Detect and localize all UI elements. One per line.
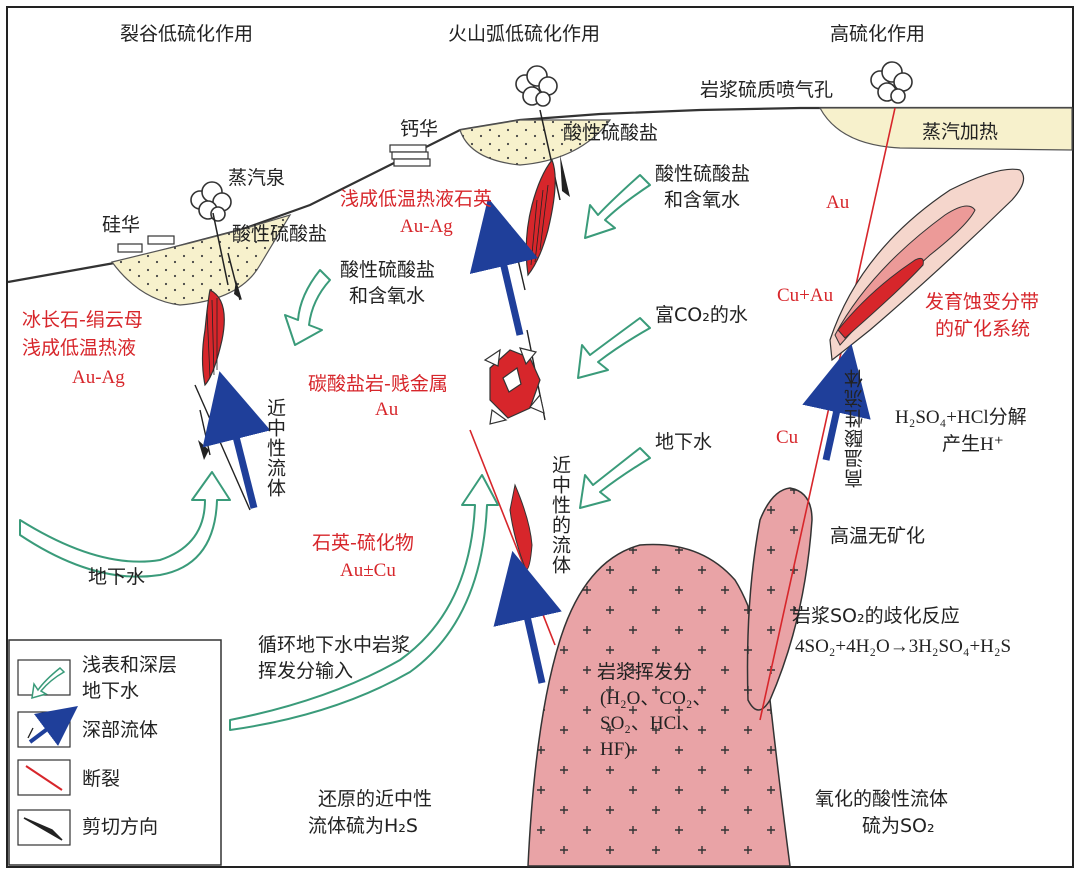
magmatic-volatiles-line1: 岩浆挥发分 [597,661,693,683]
quartz-sulfide-lens [509,483,533,571]
near-neutral-fluid-left: 近中性流体 [264,398,286,498]
acid-dissociation-line1: H₂SO₄+HCl分解 [895,407,1027,428]
silica-sinter-label: 硅华 [102,214,141,236]
steam-spring-label: 蒸汽泉 [228,167,286,189]
header-high-sulfidation: 高硫化作用 [830,23,926,45]
steam-heated-zone [818,107,1073,151]
groundwater-arrows [19,174,651,731]
mid-ore-vein [525,158,556,277]
magmatic-volatiles-line3: SO₂、HCl、 [600,713,701,734]
acid-sulfate-left-label: 酸性硫酸盐 [232,223,328,245]
alteration-zone-inner [837,257,924,339]
high-temp-acid-fluid: 高温酸性流体 [844,368,866,488]
barren-high-temp-label: 高温无矿化 [830,525,926,547]
magmatic-volatiles-line4: HF) [600,739,631,760]
carbonate-base-metal-au: Au [375,399,399,420]
carbonate-base-metal-label: 碳酸盐岩-贱金属 [308,373,448,395]
co2-water-label: 富CO₂的水 [655,304,748,326]
steam-heated-label: 蒸汽加热 [922,121,999,143]
cu-zone-label: Cu [776,427,799,448]
mid-sinter-dots [460,120,610,165]
acid-oxygen-mid-line2: 和含氧水 [664,189,741,211]
adularia-sericite-line2: 浅成低温热液 [22,337,137,359]
near-neutral-fluid-mid: 近中性的流体 [549,455,571,575]
alteration-zone-outer [829,168,1025,362]
legend-groundwater-line2: 地下水 [82,680,140,702]
recirculation-line1: 循环地下水中岩浆 [258,634,411,656]
recirculation-line2: 挥发分输入 [258,660,354,682]
reduced-fluid-line1: 还原的近中性 [318,788,433,810]
alteration-system-line1: 发育蚀变分带 [925,291,1040,313]
acid-oxygen-left-line1: 酸性硫酸盐 [340,259,436,281]
header-arc: 火山弧低硫化作用 [448,23,601,45]
left-shear-arrow-bottom [198,440,209,460]
oxidized-fluid-line1: 氧化的酸性流体 [815,788,949,810]
reduced-fluid-line2: 流体硫为H₂S [308,815,418,837]
legend-shear-direction: 剪切方向 [82,816,159,838]
left-sinter-dots [112,215,290,305]
adularia-sericite-metals: Au-Ag [72,367,125,388]
legend-box [8,639,222,866]
calc-sinter-label: 钙华 [400,118,439,140]
cu-au-zone-label: Cu+Au [777,285,834,306]
left-conduit [212,212,229,286]
left-shear-arrow-top [234,280,242,300]
acid-oxygen-left-line2: 和含氧水 [349,285,426,307]
calc-sinter-terraces [389,144,431,167]
mid-conduit [539,109,561,201]
carbonate-breccia [483,347,545,425]
right-deep-fluid-arrow [802,343,871,461]
epithermal-quartz-metals: Au-Ag [400,216,453,237]
quartz-sulfide-label: 石英-硫化物 [312,532,414,554]
oxidized-fluid-line2: 硫为SO₂ [862,815,935,837]
legend-deep-fluid: 深部流体 [82,719,159,741]
diagram-frame [6,6,1074,868]
acid-sulfate-mid-label: 酸性硫酸盐 [563,122,659,144]
disproportionation-label: 岩浆SO₂的歧化反应 [792,605,960,627]
acid-oxygen-mid-line1: 酸性硫酸盐 [655,163,751,185]
legend-fault: 断裂 [82,768,121,790]
adularia-sericite-line1: 冰长石-绢云母 [22,309,143,331]
groundwater-left-label: 地下水 [88,566,146,588]
steam-cloud-left [190,181,232,222]
groundwater-mid-label: 地下水 [655,431,713,453]
acid-dissociation-line2: 产生H⁺ [942,434,1004,455]
disproportionation-reaction: 4SO₂+4H₂O→3H₂SO₄+H₂S [795,636,1012,657]
fumarole-label: 岩浆硫质喷气孔 [700,79,834,101]
steam-cloud-mid [515,65,558,107]
legend-groundwater-line1: 浅表和深层 [82,654,178,676]
left-deep-fluid-arrow [202,371,271,509]
quartz-sulfide-metals: Au±Cu [340,560,396,581]
steam-cloud-right [870,61,913,104]
mid-shear-arrow-top [560,155,570,197]
mid-deep-fluid-arrow-bottom [493,550,562,684]
header-rift: 裂谷低硫化作用 [120,23,254,45]
alteration-system-line2: 的矿化系统 [935,318,1031,340]
mid-deep-fluid-arrow-top [469,197,539,336]
magmatic-volatiles-line2: (H₂O、CO₂、 [600,688,712,709]
left-terraces [117,235,175,253]
epithermal-quartz-label: 浅成低温热液石英 [340,188,493,210]
au-zone-label: Au [826,192,850,213]
